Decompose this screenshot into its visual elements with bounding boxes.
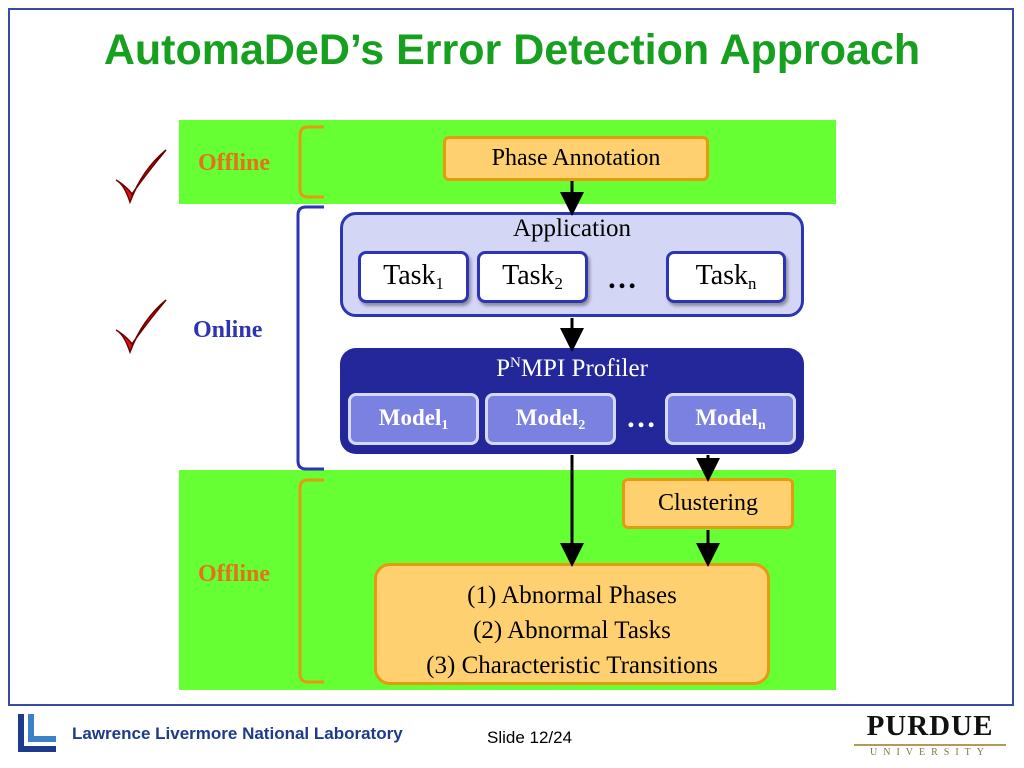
model-box: Model1 [348,393,479,445]
purdue-logo: PURDUE UNIVERSITY [850,710,1010,758]
clustering-label: Clustering [658,490,758,516]
slide-number: Slide 12/24 [487,728,573,747]
model-box: Model2 [485,393,616,445]
purdue-university: UNIVERSITY [870,747,990,758]
result-item: (1) Abnormal Phases [467,582,677,609]
task-box: Taskn [666,251,786,303]
phase-annotation-box: Phase Annotation [443,136,709,181]
profiler-label: PNMPI Profiler [496,355,648,382]
footer-lab-name: Lawrence Livermore National Laboratory [72,724,403,743]
slide-frame [8,8,1014,706]
application-label: Application [512,215,632,242]
result-item: (2) Abnormal Tasks [473,617,671,644]
offline-label-bottom: Offline [198,561,270,587]
llnl-logo-icon [18,714,56,752]
online-label: Online [193,317,263,343]
slide-title: AutomaDeD’s Error Detection Approach [103,26,921,74]
task-box: Task2 [477,251,588,303]
model-box: Modeln [665,393,796,445]
online-bracket [296,205,324,471]
purdue-rule [854,744,1006,746]
offline-bracket-bottom [298,478,324,684]
checkmark-icon [115,149,167,205]
offline-label-top: Offline [198,150,270,176]
model-ellipsis: … [626,401,656,434]
task-ellipsis: … [607,262,637,295]
purdue-wordmark: PURDUE [866,710,994,742]
result-item: (3) Characteristic Transitions [426,652,718,679]
phase-annotation-label: Phase Annotation [491,145,661,171]
results-box: (1) Abnormal Phases (2) Abnormal Tasks (… [374,563,770,685]
offline-bracket-top [298,125,324,199]
checkmark-icon [115,299,167,355]
task-box: Task1 [358,251,469,303]
